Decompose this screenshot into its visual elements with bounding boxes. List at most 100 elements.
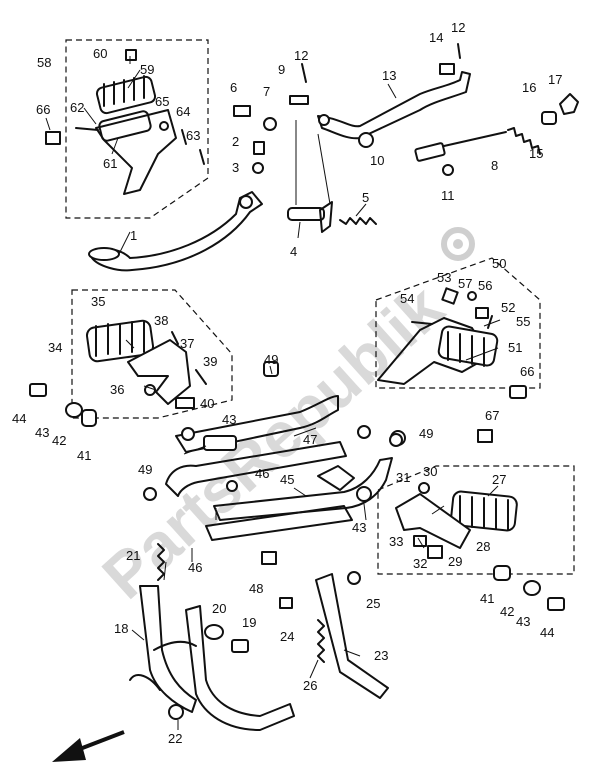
callout-22: 22 bbox=[168, 731, 182, 746]
callout-43a: 43 bbox=[35, 425, 49, 440]
group-box-58 bbox=[65, 39, 209, 219]
callout-24: 24 bbox=[280, 629, 294, 644]
footrest-group-58 bbox=[45, 49, 205, 195]
callout-49a: 49 bbox=[264, 352, 278, 367]
callout-45: 45 bbox=[280, 472, 294, 487]
callout-56: 56 bbox=[478, 278, 492, 293]
callout-64: 64 bbox=[176, 104, 190, 119]
callout-36: 36 bbox=[110, 382, 124, 397]
callout-34: 34 bbox=[48, 340, 62, 355]
callout-21: 21 bbox=[126, 548, 140, 563]
callout-10: 10 bbox=[370, 153, 384, 168]
callout-30: 30 bbox=[423, 464, 437, 479]
callout-14: 14 bbox=[429, 30, 443, 45]
callout-7: 7 bbox=[263, 84, 270, 99]
callout-42a: 42 bbox=[52, 433, 66, 448]
pivot-shaft bbox=[287, 201, 377, 233]
callout-44a: 44 bbox=[12, 411, 26, 426]
callout-52: 52 bbox=[501, 300, 515, 315]
callout-60: 60 bbox=[93, 46, 107, 61]
callout-25: 25 bbox=[366, 596, 380, 611]
footrest-group-34 bbox=[29, 319, 207, 427]
callout-53: 53 bbox=[437, 270, 451, 285]
callout-55: 55 bbox=[516, 314, 530, 329]
callout-labels: 60 58 59 66 62 65 64 63 61 6 7 2 3 9 12 … bbox=[12, 20, 562, 746]
callout-32: 32 bbox=[413, 556, 427, 571]
brake-pedal bbox=[88, 191, 263, 272]
callout-43d: 43 bbox=[516, 614, 530, 629]
callout-19: 19 bbox=[242, 615, 256, 630]
callout-28: 28 bbox=[476, 539, 490, 554]
callout-43b: 43 bbox=[222, 412, 236, 427]
callout-37: 37 bbox=[180, 336, 194, 351]
callout-43c: 43 bbox=[352, 520, 366, 535]
callout-3: 3 bbox=[232, 160, 239, 175]
callout-31: 31 bbox=[396, 470, 410, 485]
callout-42b: 42 bbox=[500, 604, 514, 619]
callout-27: 27 bbox=[492, 472, 506, 487]
callout-54: 54 bbox=[400, 291, 414, 306]
callout-40: 40 bbox=[200, 396, 214, 411]
group-box-27 bbox=[377, 465, 575, 575]
callout-59: 59 bbox=[140, 62, 154, 77]
callout-1: 1 bbox=[130, 228, 137, 243]
callout-4: 4 bbox=[290, 244, 297, 259]
callout-39: 39 bbox=[203, 354, 217, 369]
callout-41b: 41 bbox=[480, 591, 494, 606]
group-box-50 bbox=[375, 257, 541, 389]
callout-66b: 66 bbox=[520, 364, 534, 379]
callout-38: 38 bbox=[154, 313, 168, 328]
side-stand bbox=[279, 571, 389, 699]
callout-17: 17 bbox=[548, 72, 562, 87]
callout-18: 18 bbox=[114, 621, 128, 636]
callout-29: 29 bbox=[448, 554, 462, 569]
callout-66: 66 bbox=[36, 102, 50, 117]
callout-62: 62 bbox=[70, 100, 84, 115]
footrest-group-50 bbox=[377, 287, 527, 443]
front-direction-arrow-icon bbox=[52, 730, 125, 762]
callout-61: 61 bbox=[103, 156, 117, 171]
callout-15: 15 bbox=[529, 146, 543, 161]
callout-35: 35 bbox=[91, 294, 105, 309]
callout-5: 5 bbox=[362, 190, 369, 205]
group-box-34 bbox=[71, 289, 233, 419]
callout-57: 57 bbox=[458, 276, 472, 291]
callout-41a: 41 bbox=[77, 448, 91, 463]
callout-2: 2 bbox=[232, 134, 239, 149]
callout-12b: 12 bbox=[451, 20, 465, 35]
callout-33: 33 bbox=[389, 534, 403, 549]
callout-67: 67 bbox=[485, 408, 499, 423]
callout-26: 26 bbox=[303, 678, 317, 693]
center-stand bbox=[129, 433, 403, 731]
shift-rod bbox=[317, 71, 471, 140]
callout-48: 48 bbox=[249, 581, 263, 596]
callout-65: 65 bbox=[155, 94, 169, 109]
callout-51: 51 bbox=[508, 340, 522, 355]
callout-12a: 12 bbox=[294, 48, 308, 63]
callout-20: 20 bbox=[212, 601, 226, 616]
callout-49b: 49 bbox=[419, 426, 433, 441]
leader-lines bbox=[45, 56, 501, 730]
callout-47: 47 bbox=[303, 432, 317, 447]
callout-50: 50 bbox=[492, 256, 506, 271]
callout-6: 6 bbox=[230, 80, 237, 95]
brake-rod bbox=[414, 93, 579, 162]
callout-44b: 44 bbox=[540, 625, 554, 640]
callout-13: 13 bbox=[382, 68, 396, 83]
callout-46b: 46 bbox=[188, 560, 202, 575]
stand-bracket-47 bbox=[165, 361, 347, 497]
fastener-set-top bbox=[233, 43, 461, 176]
callout-58: 58 bbox=[37, 55, 51, 70]
callout-8: 8 bbox=[491, 158, 498, 173]
callout-46a: 46 bbox=[255, 466, 269, 481]
callout-63: 63 bbox=[186, 128, 200, 143]
callout-49c: 49 bbox=[138, 462, 152, 477]
callout-9: 9 bbox=[278, 62, 285, 77]
callout-11: 11 bbox=[441, 188, 455, 203]
callout-23: 23 bbox=[374, 648, 388, 663]
stand-bracket-45 bbox=[205, 425, 393, 541]
callout-16: 16 bbox=[522, 80, 536, 95]
watermark-gear-icon bbox=[441, 227, 475, 261]
